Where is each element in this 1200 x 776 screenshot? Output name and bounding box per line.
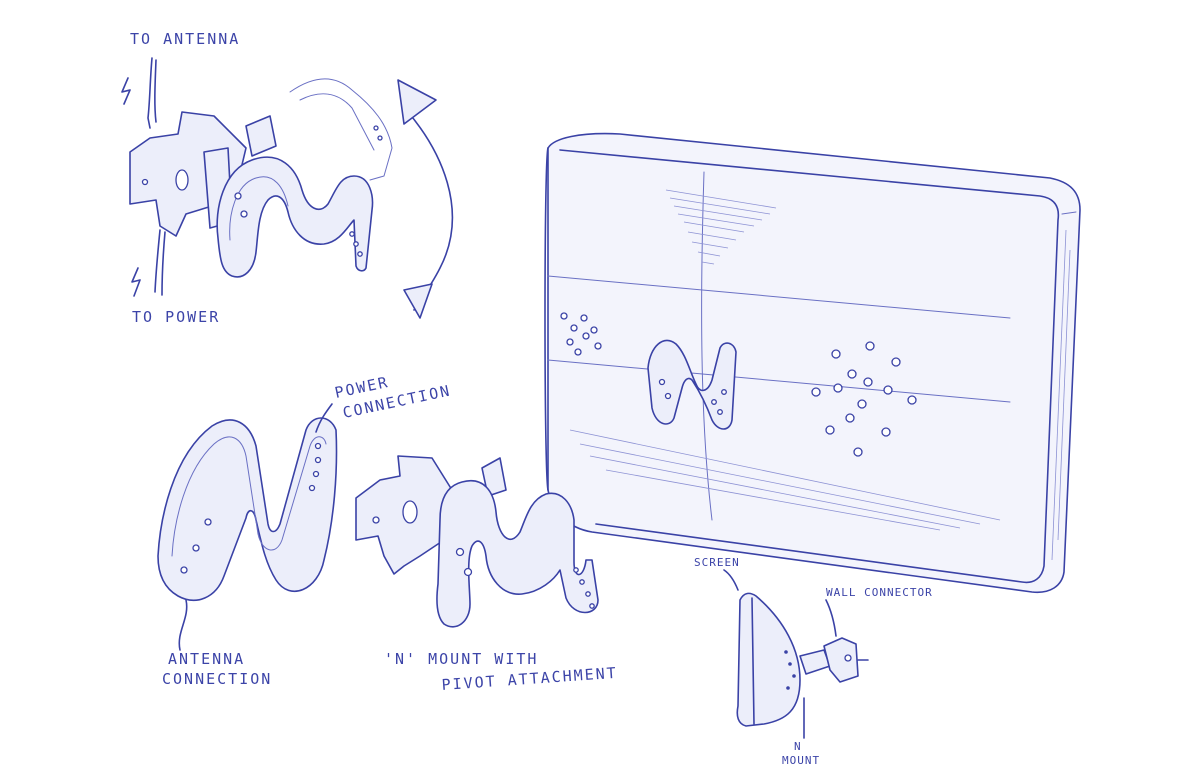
label-screen: SCREEN xyxy=(694,556,740,569)
label-n-mount-side-1: N xyxy=(794,740,802,753)
label-antenna-connection-1: ANTENNA xyxy=(168,650,245,668)
label-n-mount-2: PIVOT ATTACHMENT xyxy=(441,664,618,694)
speaker-grille-right xyxy=(811,341,917,457)
side-view-sketch xyxy=(723,569,869,739)
label-n-mount-side-2: MOUNT xyxy=(782,754,820,767)
label-to-antenna: TO ANTENNA xyxy=(130,30,240,48)
pivot-assembly-sketch xyxy=(121,57,454,319)
rotation-arrow-icon xyxy=(407,111,454,311)
speaker-grille-left xyxy=(560,312,602,356)
screen-panel-sketch xyxy=(544,132,1081,594)
n-mount-pivot-sketch xyxy=(355,455,599,628)
label-wall-connector: WALL CONNECTOR xyxy=(826,586,933,599)
antenna-n-sketch xyxy=(157,403,338,651)
lightning-icon xyxy=(121,77,131,105)
label-to-power: TO POWER xyxy=(132,308,220,326)
lightning-icon xyxy=(131,267,141,297)
label-n-mount-1: 'N' MOUNT WITH xyxy=(384,650,538,668)
label-antenna-connection-2: CONNECTION xyxy=(162,670,272,688)
